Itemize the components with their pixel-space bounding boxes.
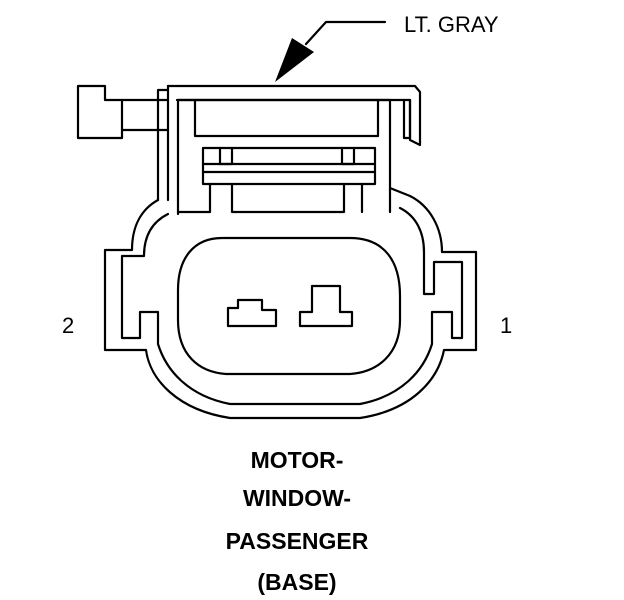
- lock-bar-supports: [176, 182, 364, 214]
- lock-bar-notch-left: [218, 146, 234, 166]
- title-line-1: MOTOR-: [251, 447, 344, 473]
- color-label: LT. GRAY: [404, 12, 499, 37]
- right-rib: [402, 98, 412, 140]
- terminal-cavity: [176, 236, 402, 376]
- inner-frame: [176, 98, 392, 216]
- outer-shell: [103, 186, 478, 420]
- lock-bar-notch-right: [340, 146, 356, 166]
- color-callout: LT. GRAY: [275, 12, 499, 82]
- callout-arrowhead: [275, 38, 314, 82]
- left-post: [156, 84, 170, 202]
- pin-label-1: 1: [500, 313, 512, 338]
- outer-shell-inner-outline: [120, 206, 464, 406]
- terminal-pin-1: [298, 284, 354, 328]
- title-line-4: (BASE): [257, 569, 336, 595]
- title-line-2: WINDOW-: [243, 485, 351, 511]
- connector-body: [76, 84, 478, 420]
- title-line-3: PASSENGER: [226, 528, 369, 554]
- latch-tab: [76, 84, 124, 140]
- callout-leader-line: [304, 20, 387, 46]
- connector-title: MOTOR- WINDOW- PASSENGER (BASE): [226, 447, 369, 595]
- pin-label-2: 2: [62, 313, 74, 338]
- terminal-pin-2: [226, 298, 278, 328]
- lock-bar: [201, 146, 377, 186]
